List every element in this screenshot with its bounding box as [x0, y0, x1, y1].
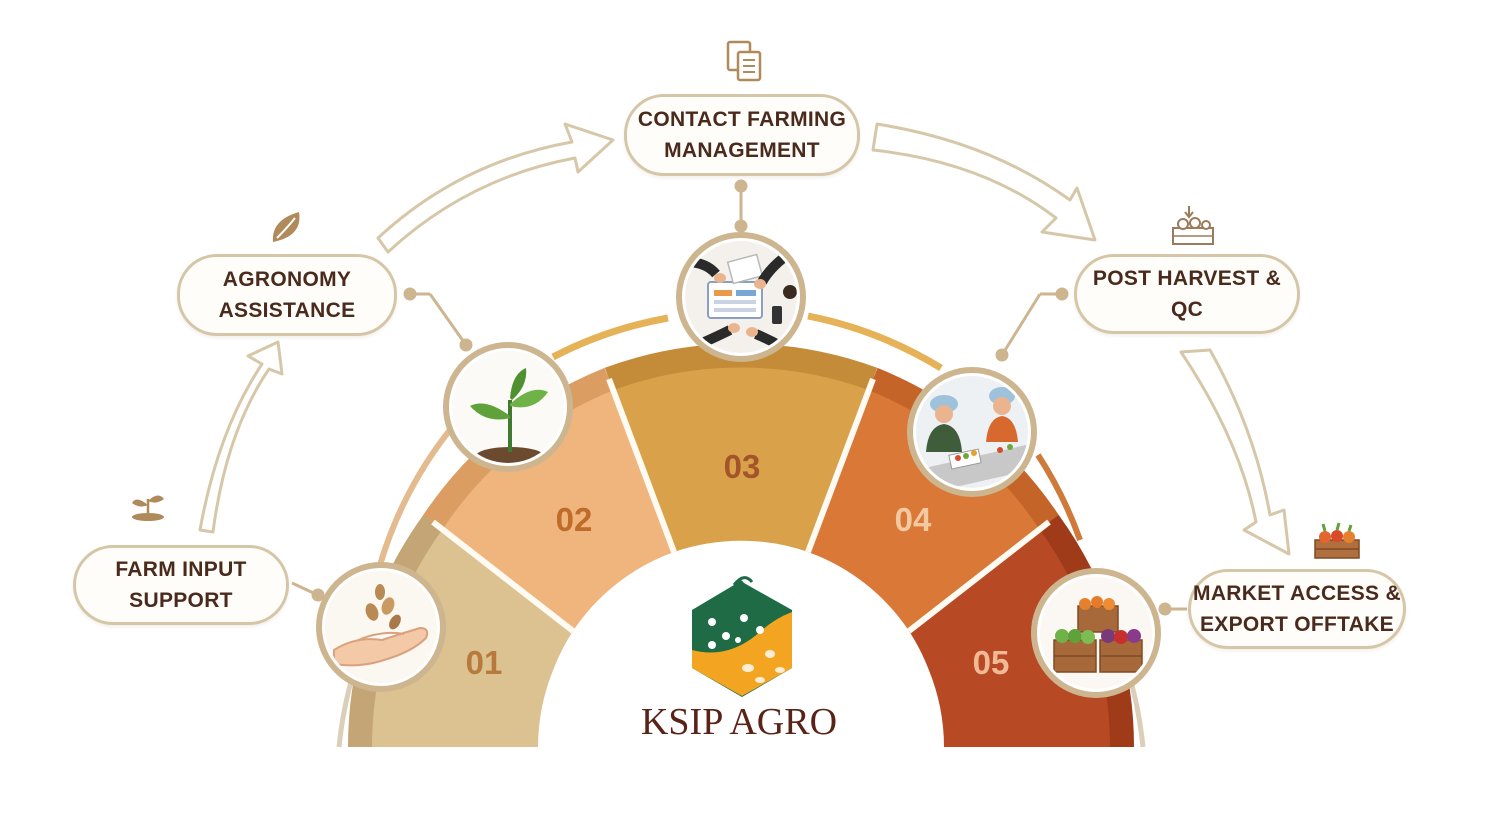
flow-arrow-2-to-3: [376, 122, 615, 254]
label-agronomy-assistance: AGRONOMY ASSISTANCE: [177, 254, 397, 336]
produce-crates-icon: [1031, 568, 1161, 698]
label-line: SUPPORT: [129, 589, 233, 612]
segment-separators: [431, 377, 1051, 634]
step-number-03: 03: [724, 448, 761, 485]
label-line: POST HARVEST & QC: [1092, 267, 1282, 321]
brand-name: KSIP AGRO: [641, 701, 837, 743]
label-line: CONTACT FARMING: [637, 108, 847, 131]
seedling-icon: [443, 342, 573, 472]
harvest-crate-icon: [1172, 206, 1214, 245]
outer-ring-accent: [807, 312, 943, 371]
label-farm-input-support: FARM INPUT SUPPORT: [73, 545, 289, 625]
label-line: ASSISTANCE: [218, 299, 356, 322]
step-number-04: 04: [895, 501, 932, 538]
flow-arrow-3-to-4: [871, 122, 1097, 242]
leaf-icon: [272, 212, 300, 242]
sprout-icon: [132, 495, 164, 521]
outer-ring-accent: [1035, 453, 1083, 542]
connectors: [291, 179, 1187, 616]
step-number-01: 01: [466, 644, 503, 681]
flow-arrows: [198, 122, 1291, 556]
vegetable-crate-icon: [1314, 522, 1360, 559]
ksip-agro-logo: [692, 576, 792, 697]
outer-ring-accent: [377, 418, 461, 566]
step-number-02: 02: [556, 501, 593, 538]
outer-ring-accent: [551, 314, 669, 361]
label-line: MANAGEMENT: [664, 139, 820, 162]
label-contact-farming-management: CONTACT FARMING MANAGEMENT: [624, 94, 860, 176]
label-line: MARKET ACCESS &: [1193, 582, 1401, 605]
flow-arrow-1-to-2: [198, 340, 284, 534]
label-line: FARM INPUT: [115, 558, 247, 581]
documents-icon: [726, 40, 762, 82]
meeting-icon: [676, 232, 806, 362]
flow-arrow-4-to-5: [1179, 348, 1291, 556]
label-market-access-export-offtake: MARKET ACCESS & EXPORT OFFTAKE: [1188, 569, 1406, 649]
label-post-harvest-qc: POST HARVEST & QC: [1074, 254, 1300, 334]
label-line: EXPORT OFFTAKE: [1200, 613, 1394, 636]
label-line: AGRONOMY: [222, 268, 352, 291]
step-number-05: 05: [973, 644, 1010, 681]
workers-sorting-icon: [907, 367, 1037, 497]
seeds-in-hand-icon: [316, 562, 446, 692]
